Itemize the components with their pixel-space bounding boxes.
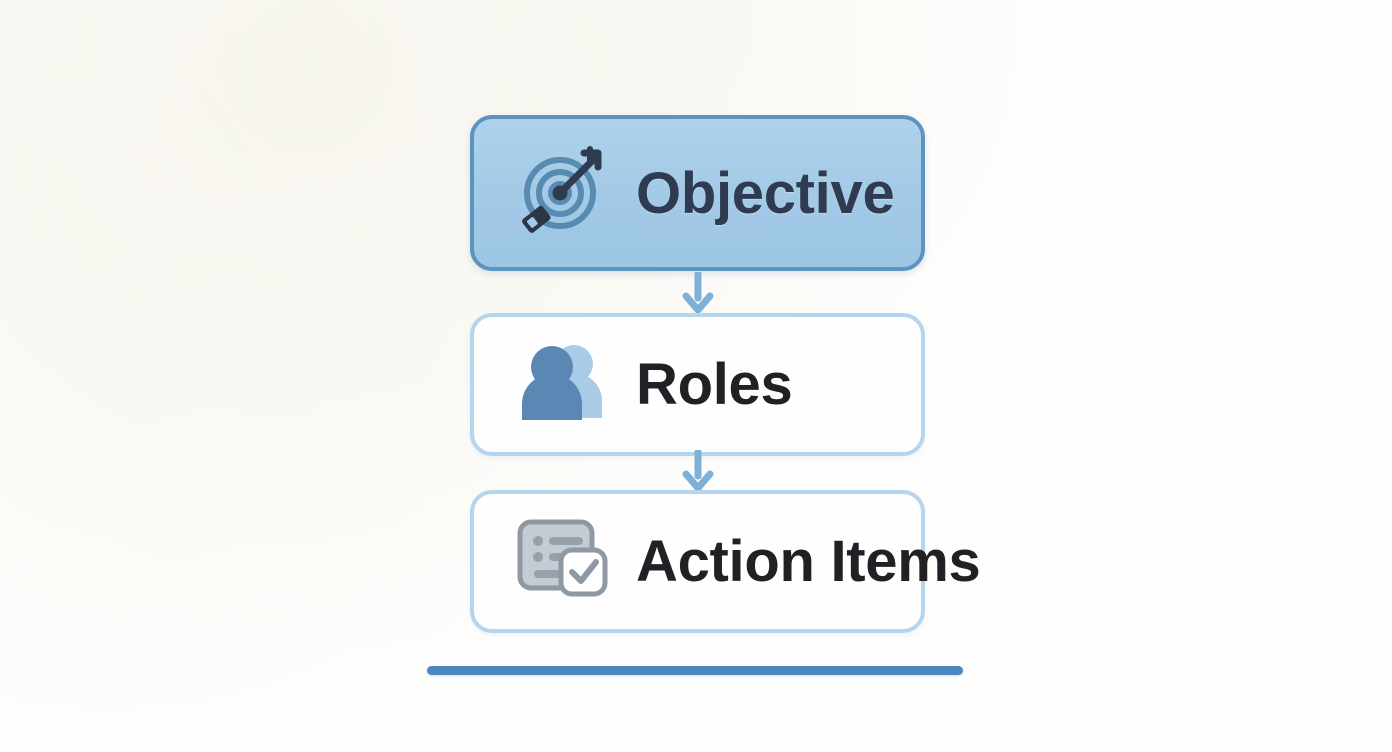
flow-node-action-items-label: Action Items: [636, 529, 981, 594]
people-group-icon: [514, 334, 610, 435]
connector-roles-to-action-items: [678, 448, 718, 492]
connector-objective-to-roles: [678, 270, 718, 314]
flow-node-roles-label: Roles: [636, 352, 793, 417]
flow-node-action-items[interactable]: Action Items: [470, 490, 981, 633]
flow-node-objective[interactable]: Objective: [470, 115, 925, 271]
checklist-check-icon: [514, 514, 610, 609]
flow-node-roles[interactable]: Roles: [470, 313, 925, 456]
target-arrow-icon: [514, 143, 610, 244]
flow-node-objective-label: Objective: [636, 160, 895, 226]
bottom-divider-rule: [427, 666, 963, 675]
